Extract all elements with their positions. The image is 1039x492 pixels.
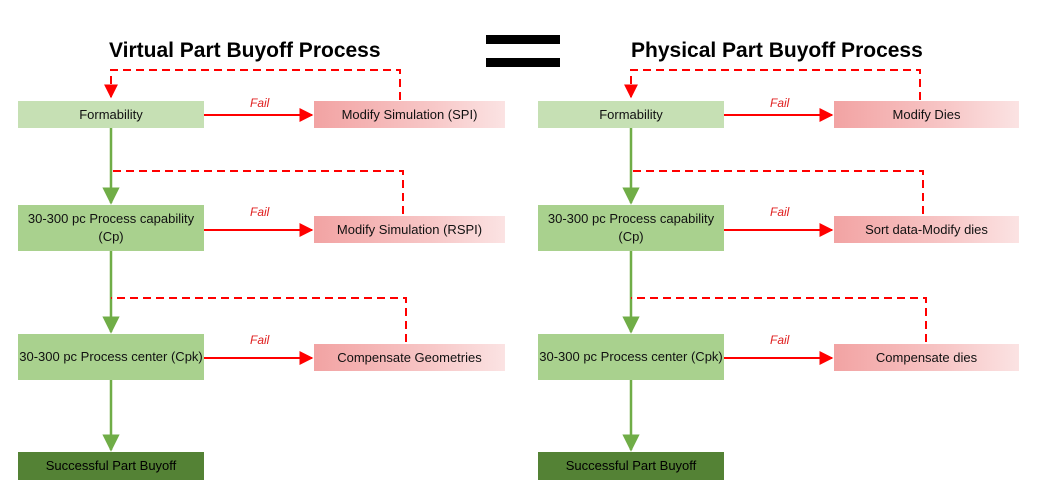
feedback-loop-right-3 xyxy=(631,297,927,342)
right-fix-modify-dies: Modify Dies xyxy=(834,101,1019,128)
right-fail-label-3: Fail xyxy=(770,333,790,347)
left-fix-modify-simulation-spi: Modify Simulation (SPI) xyxy=(314,101,505,128)
right-fail-label-1: Fail xyxy=(770,96,790,110)
right-step-process-capability: 30-300 pc Process capability (Cp) xyxy=(538,205,724,251)
right-fix-compensate-dies: Compensate dies xyxy=(834,344,1019,371)
feedback-loop-right-1 xyxy=(624,69,921,100)
feedback-loop-left-1 xyxy=(104,69,401,100)
left-step-process-center: 30-300 pc Process center (Cpk) xyxy=(18,334,204,380)
equals-sign-bottom-bar xyxy=(486,58,560,67)
right-fix-sort-data-modify-dies: Sort data-Modify dies xyxy=(834,216,1019,243)
left-fail-label-1: Fail xyxy=(250,96,270,110)
right-step-formability: Formability xyxy=(538,101,724,128)
feedback-loop-left-2 xyxy=(111,170,404,214)
left-fail-label-3: Fail xyxy=(250,333,270,347)
left-fix-modify-simulation-rspi: Modify Simulation (RSPI) xyxy=(314,216,505,243)
left-step-process-capability: 30-300 pc Process capability (Cp) xyxy=(18,205,204,251)
left-successful-buyoff: Successful Part Buyoff xyxy=(18,452,204,480)
left-step-formability: Formability xyxy=(18,101,204,128)
feedback-loop-right-2 xyxy=(631,170,924,214)
left-title: Virtual Part Buyoff Process xyxy=(109,39,381,62)
feedback-loop-left-3 xyxy=(111,297,407,342)
right-title: Physical Part Buyoff Process xyxy=(631,39,923,62)
left-fail-label-2: Fail xyxy=(250,205,270,219)
left-fix-compensate-geometries: Compensate Geometries xyxy=(314,344,505,371)
right-step-process-center: 30-300 pc Process center (Cpk) xyxy=(538,334,724,380)
right-fail-label-2: Fail xyxy=(770,205,790,219)
right-successful-buyoff: Successful Part Buyoff xyxy=(538,452,724,480)
equals-sign-top-bar xyxy=(486,35,560,44)
